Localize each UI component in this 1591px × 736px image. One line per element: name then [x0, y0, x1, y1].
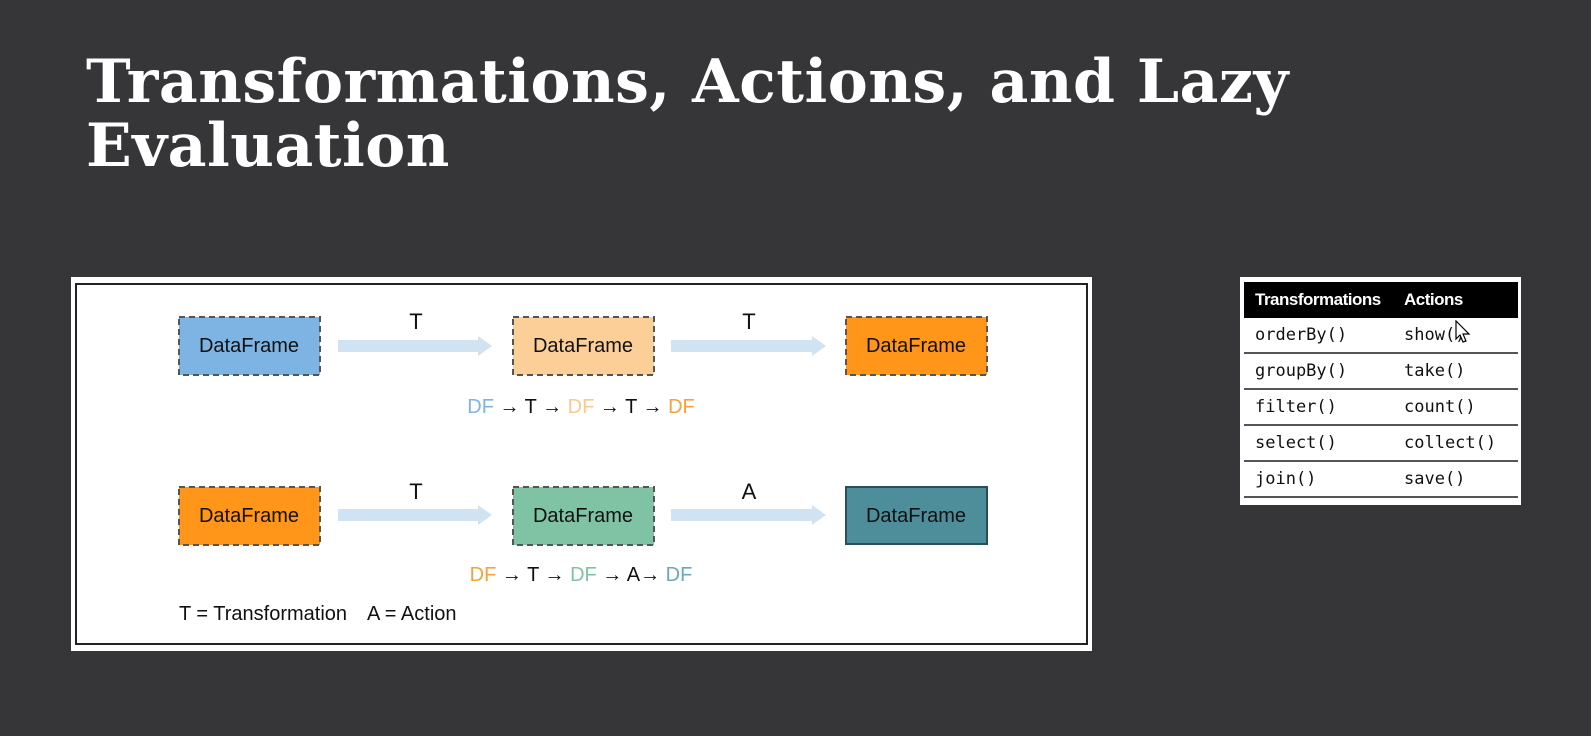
chain-operator-token: → T →	[494, 396, 568, 418]
chain-operator-token: → T →	[496, 564, 570, 586]
row1-dataframe-3-box	[845, 316, 988, 376]
action-cell: count()	[1393, 389, 1518, 426]
transformation-cell: select()	[1244, 425, 1393, 462]
chain-df-token: DF	[666, 564, 693, 586]
transformation-cell: join()	[1244, 461, 1393, 498]
row1-dataframe-2-box	[512, 316, 655, 376]
header-transformations: Transformations	[1244, 282, 1393, 318]
transformation-cell: orderBy()	[1244, 318, 1393, 354]
row1-dataframe-3-label: DataFrame	[866, 335, 966, 357]
action-cell: take()	[1393, 353, 1518, 390]
row2-chain-text: DF → T → DF → A→ DF	[470, 564, 693, 586]
chain-df-token: DF	[668, 396, 695, 418]
operations-table-panel: Transformations Actions orderBy() show()…	[1240, 277, 1521, 505]
action-cell: save()	[1393, 461, 1518, 498]
row2-arrow-2-label: A	[742, 479, 757, 504]
chain-df-token: DF	[568, 396, 595, 418]
row2-arrow-1-label: T	[409, 479, 422, 504]
chain-df-token: DF	[467, 396, 494, 418]
chain-df-token: DF	[570, 564, 597, 586]
table-row: join() save()	[1244, 461, 1518, 498]
header-actions: Actions	[1393, 282, 1518, 318]
row1-chain-text: DF → T → DF → T → DF	[467, 396, 694, 418]
transformation-cell: groupBy()	[1244, 353, 1393, 390]
row2-dataframe-2-box	[512, 486, 655, 546]
row1-arrow-2-label: T	[742, 309, 755, 334]
chain-df-token: DF	[470, 564, 497, 586]
mouse-pointer-shape	[1455, 320, 1471, 343]
row1-dataframe-1-box	[178, 316, 321, 376]
legend-action: A = Action	[367, 603, 457, 625]
table-row: select() collect()	[1244, 425, 1518, 462]
slide-title: Transformations, Actions, and Lazy Evalu…	[86, 47, 1289, 181]
chain-operator-token: → T →	[594, 396, 668, 418]
action-cell: collect()	[1393, 425, 1518, 462]
row1-dataframe-2-label: DataFrame	[533, 335, 633, 357]
table-header-row: Transformations Actions	[1244, 282, 1518, 318]
mouse-pointer-icon	[1455, 320, 1471, 343]
chain-operator-token: → A→	[597, 564, 666, 586]
table-row: filter() count()	[1244, 389, 1518, 426]
row2-dataframe-3-label: DataFrame	[866, 505, 966, 527]
row1-arrow-1-label: T	[409, 309, 422, 334]
transformation-cell: filter()	[1244, 389, 1393, 426]
row2-dataframe-2-label: DataFrame	[533, 505, 633, 527]
legend-transformation: T = Transformation	[179, 603, 347, 625]
lazy-evaluation-diagram: DataFrame T DataFrame T DataFrame DF → T…	[75, 283, 1088, 645]
table-row: groupBy() take()	[1244, 353, 1518, 390]
row1-dataframe-1-label: DataFrame	[199, 335, 299, 357]
table-row: orderBy() show()	[1244, 318, 1518, 354]
diagram-panel: DataFrame T DataFrame T DataFrame DF → T…	[71, 277, 1092, 651]
row2-dataframe-1-label: DataFrame	[199, 505, 299, 527]
operations-table: Transformations Actions orderBy() show()…	[1244, 282, 1518, 498]
row2-dataframe-1-box	[178, 486, 321, 546]
row2-dataframe-3-box	[845, 486, 988, 545]
diagram-border	[75, 283, 1088, 645]
